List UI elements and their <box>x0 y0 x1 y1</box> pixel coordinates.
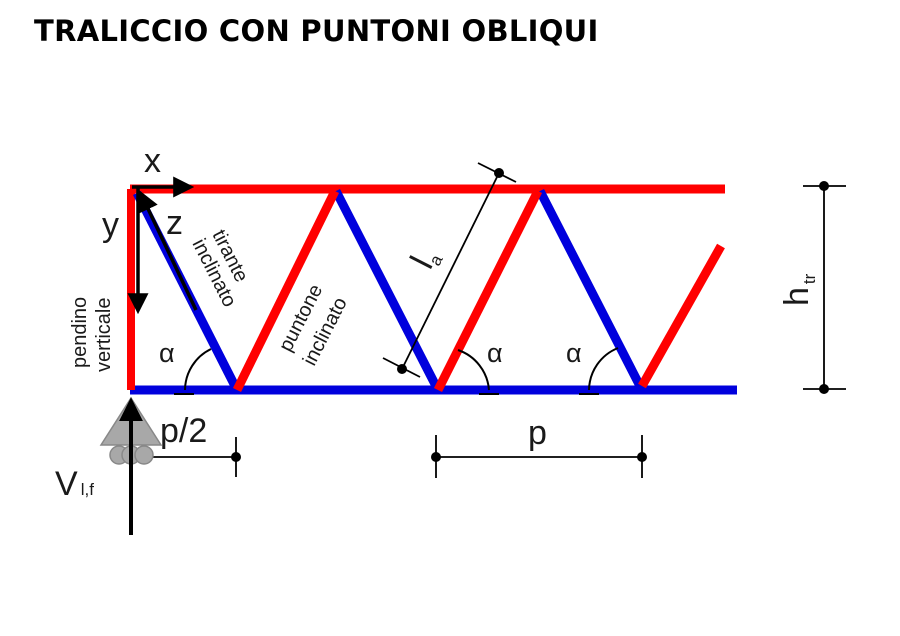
htr-dot-bottom <box>819 384 829 394</box>
page-title: TRALICCIO CON PUNTONI OBLIQUI <box>34 14 599 48</box>
angle-label-1: α <box>159 338 175 368</box>
z-axis-label: z <box>166 204 183 242</box>
angle-label-2: α <box>487 338 503 368</box>
pitch-dot-right <box>637 452 647 462</box>
htr-dot-top <box>819 181 829 191</box>
angle-label-3: α <box>566 338 582 368</box>
pitch-dot-left <box>431 452 441 462</box>
half-pitch-dot-right <box>231 452 241 462</box>
half-pitch-label: p/2 <box>160 412 207 450</box>
support-roller-right <box>134 445 154 465</box>
strut-member-1 <box>232 189 340 392</box>
y-axis-label: y <box>102 206 119 244</box>
angle-arc-2 <box>457 349 490 391</box>
angle-arc-3 <box>588 347 619 391</box>
la-dot-top <box>494 168 504 178</box>
tie-member-3 <box>535 188 647 393</box>
pitch-label: p <box>528 414 547 452</box>
tie-member-2 <box>331 188 443 393</box>
z-axis-arrow <box>138 190 198 311</box>
htr-label: htr <box>778 273 819 306</box>
strut-member-2 <box>433 188 543 393</box>
angle-arc-1 <box>184 348 212 391</box>
x-axis-label: x <box>144 142 161 180</box>
la-label: la <box>403 242 447 276</box>
la-dimension-line <box>401 172 500 370</box>
strut-member-3 <box>638 243 725 389</box>
hanger-label-line1: pendino <box>69 297 91 368</box>
la-dot-bottom <box>397 364 407 374</box>
hanger-label-line2: verticale <box>93 298 115 372</box>
